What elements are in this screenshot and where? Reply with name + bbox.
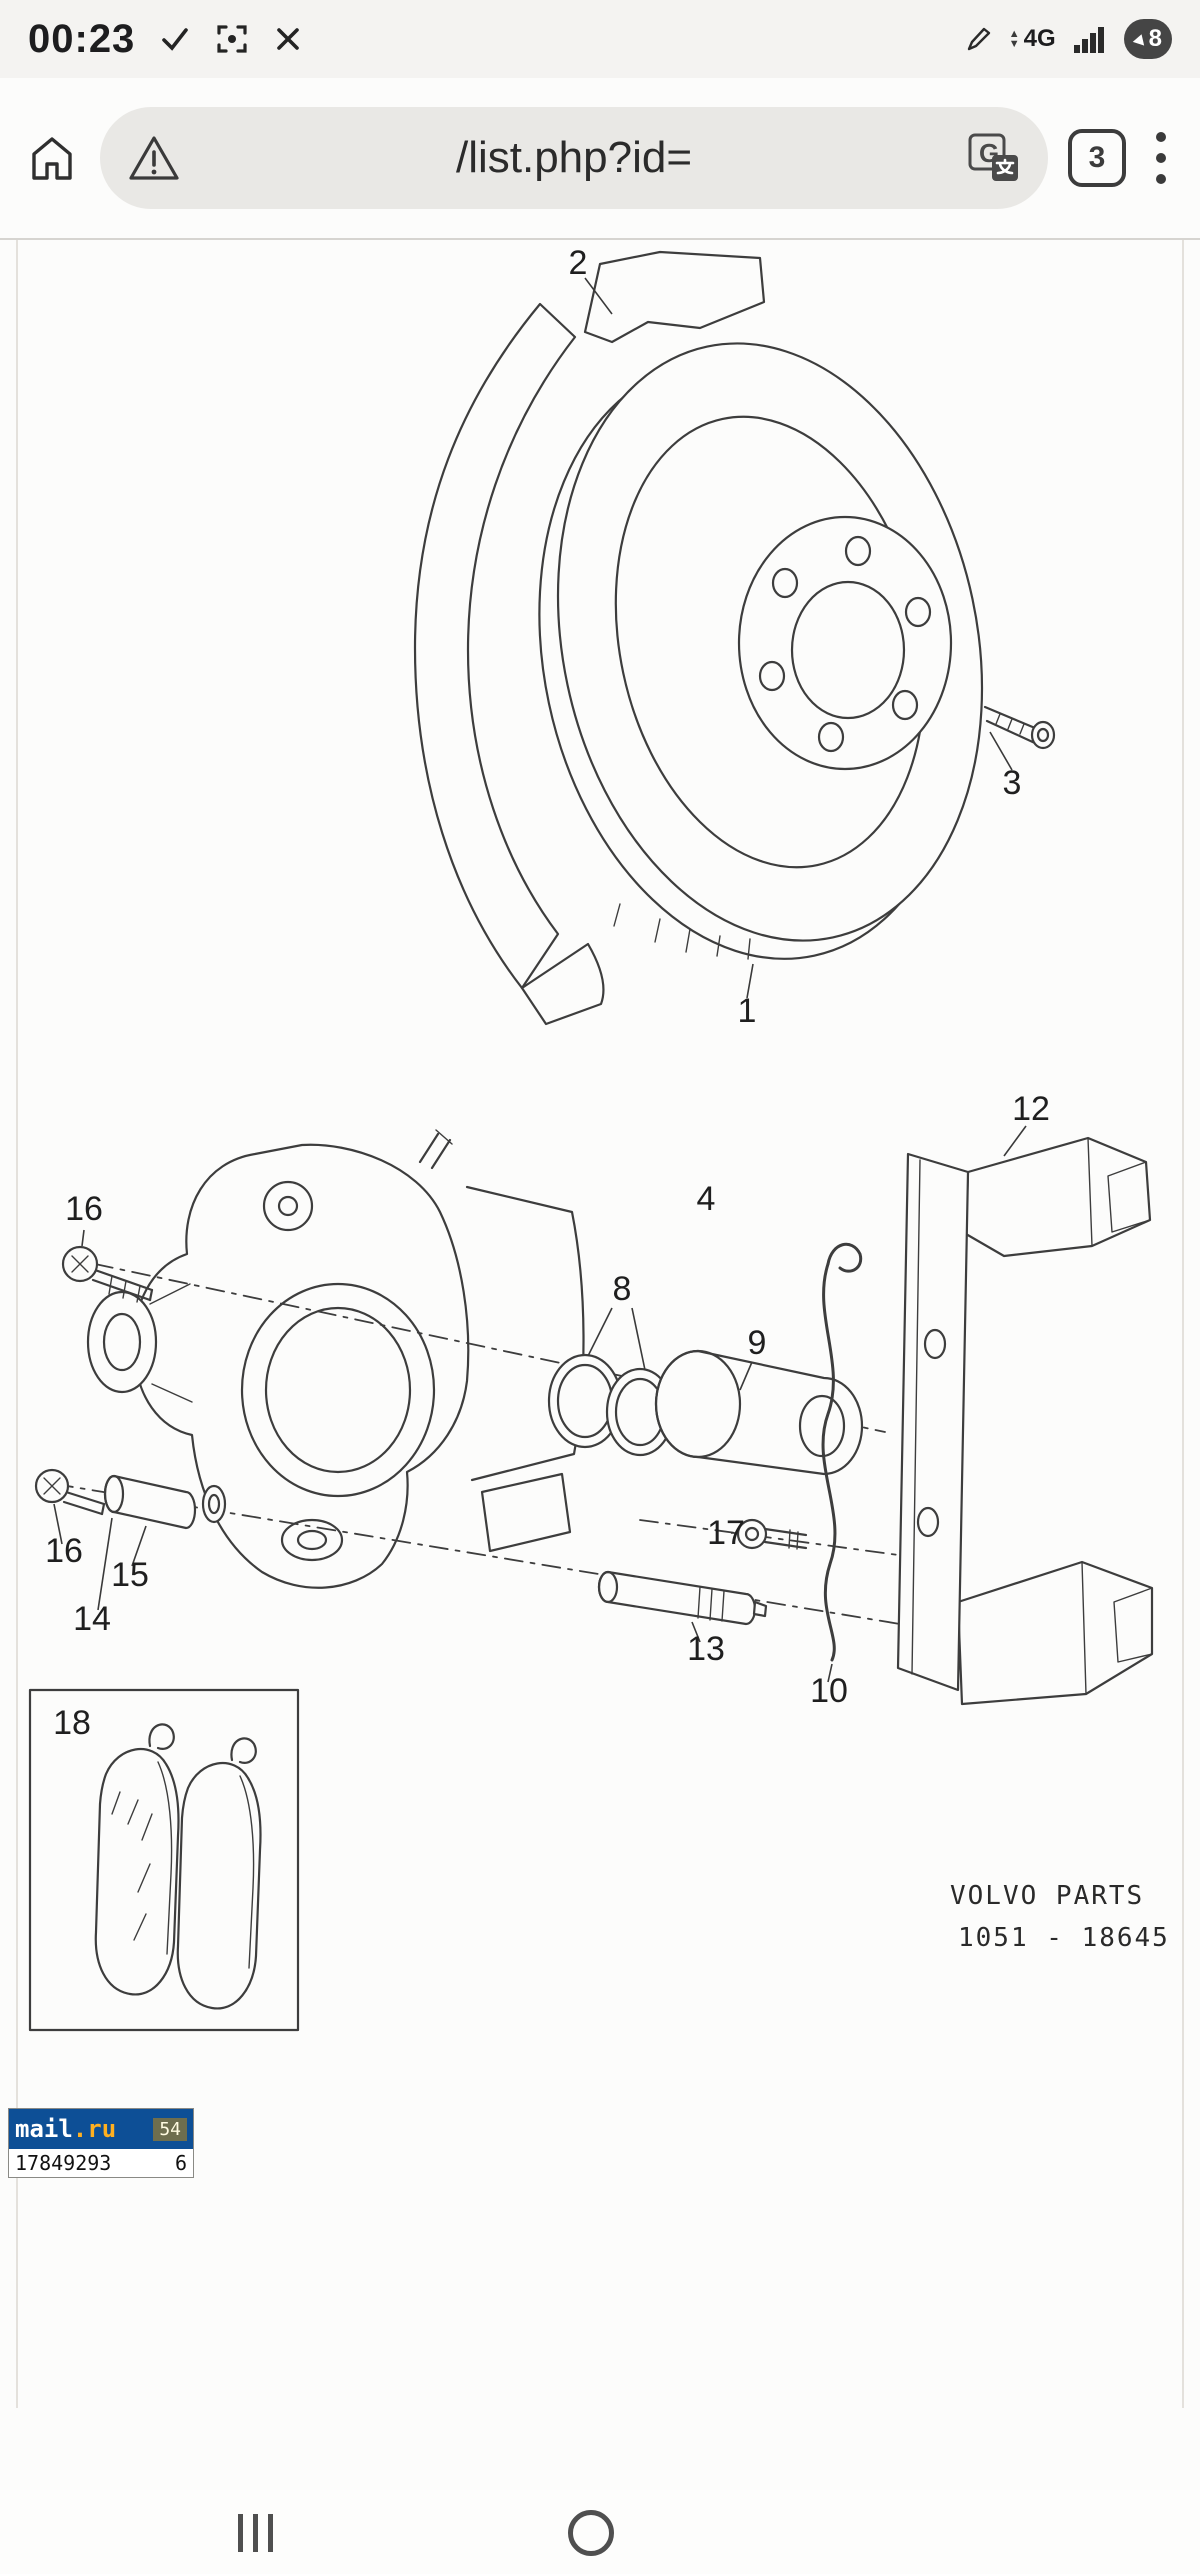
part-label-9: 9 xyxy=(748,1324,767,1362)
bushing-drawing xyxy=(103,1474,227,1530)
part-label-16b: 16 xyxy=(45,1532,83,1570)
charging-bolt-icon xyxy=(1132,32,1147,46)
network-indicator: ▲▼ 4G xyxy=(1008,25,1056,52)
tab-switcher-button[interactable]: 3 xyxy=(1068,129,1126,187)
part-label-4: 4 xyxy=(697,1180,716,1218)
brake-pads-box-drawing xyxy=(28,1688,300,2032)
leader-lines xyxy=(53,277,1027,1683)
page-edge-left xyxy=(16,240,18,2408)
part-label-13: 13 xyxy=(687,1630,725,1668)
status-bar: 00:23 ▲▼ 4G xyxy=(0,0,1200,78)
recents-button[interactable] xyxy=(238,2514,273,2552)
mailru-top-value: 54 xyxy=(153,2117,187,2141)
tab-count: 3 xyxy=(1088,141,1106,174)
piston-drawing xyxy=(654,1349,864,1476)
home-button[interactable] xyxy=(24,132,80,184)
site-warning-icon[interactable] xyxy=(126,133,182,183)
wheel-stud-drawing xyxy=(983,705,1056,750)
brake-disc-drawing xyxy=(538,342,984,960)
mailru-hits: 17849293 xyxy=(15,2151,112,2175)
part-label-12: 12 xyxy=(1012,1090,1050,1128)
spring-clip-drawing xyxy=(821,1242,863,1662)
mailru-counter-top: mail.ru 54 xyxy=(9,2109,193,2149)
bolt-16-lower-drawing xyxy=(34,1468,106,1516)
axis-line-bolt xyxy=(639,1519,951,1563)
url-bar[interactable]: /list.php?id= G xyxy=(100,107,1048,209)
part-label-8: 8 xyxy=(613,1270,632,1308)
android-nav-bar xyxy=(0,2490,1200,2574)
check-icon xyxy=(159,23,191,55)
data-arrows-icon: ▲▼ xyxy=(1008,28,1020,50)
signal-icon xyxy=(1072,23,1108,55)
brand-line-1: VOLVO PARTS xyxy=(950,1881,1144,1911)
close-icon xyxy=(273,24,303,54)
part-label-18: 18 xyxy=(53,1704,91,1742)
part-label-10: 10 xyxy=(810,1672,848,1710)
guide-pin-drawing xyxy=(597,1570,768,1626)
part-label-3: 3 xyxy=(1003,764,1022,802)
mailru-hosts: 6 xyxy=(174,2151,187,2175)
home-nav-button[interactable] xyxy=(568,2510,614,2556)
menu-button[interactable] xyxy=(1146,126,1176,190)
battery-indicator: 8 xyxy=(1123,19,1172,59)
piston-seals-drawing xyxy=(547,1353,675,1457)
pencil-icon xyxy=(963,24,993,54)
brand-line-2: 1051 - 18645 xyxy=(958,1923,1170,1953)
part-label-15: 15 xyxy=(111,1556,149,1594)
part-label-17: 17 xyxy=(707,1514,745,1552)
part-label-16a: 16 xyxy=(65,1190,103,1228)
browser-toolbar: /list.php?id= G 3 xyxy=(0,78,1200,238)
url-text[interactable]: /list.php?id= xyxy=(455,133,693,182)
carrier-bracket-drawing xyxy=(896,1136,1154,1706)
screenshot-icon xyxy=(215,23,249,55)
part-label-2: 2 xyxy=(569,244,588,282)
web-page-content: 2 3 1 16 4 8 9 12 17 16 15 14 13 10 18 V… xyxy=(0,238,1200,2490)
bolt-16-upper-drawing xyxy=(61,1245,154,1303)
mailru-counter[interactable]: mail.ru 54 17849293 6 xyxy=(8,2108,194,2178)
part-label-14: 14 xyxy=(73,1600,111,1638)
parts-diagram: 2 3 1 16 4 8 9 12 17 16 15 14 13 10 18 V… xyxy=(28,244,1170,2032)
guide-bolt-drawing xyxy=(736,1518,808,1550)
mailru-counter-bottom: 17849293 6 xyxy=(9,2149,193,2177)
translate-icon[interactable]: G xyxy=(966,131,1022,185)
clock: 00:23 xyxy=(28,16,136,61)
page-edge-right xyxy=(1182,240,1184,2408)
dust-shield-drawing xyxy=(413,250,766,1026)
part-label-1: 1 xyxy=(738,992,757,1030)
mailru-logo: mail.ru xyxy=(15,2115,117,2143)
caliper-body-drawing xyxy=(86,1129,470,1589)
